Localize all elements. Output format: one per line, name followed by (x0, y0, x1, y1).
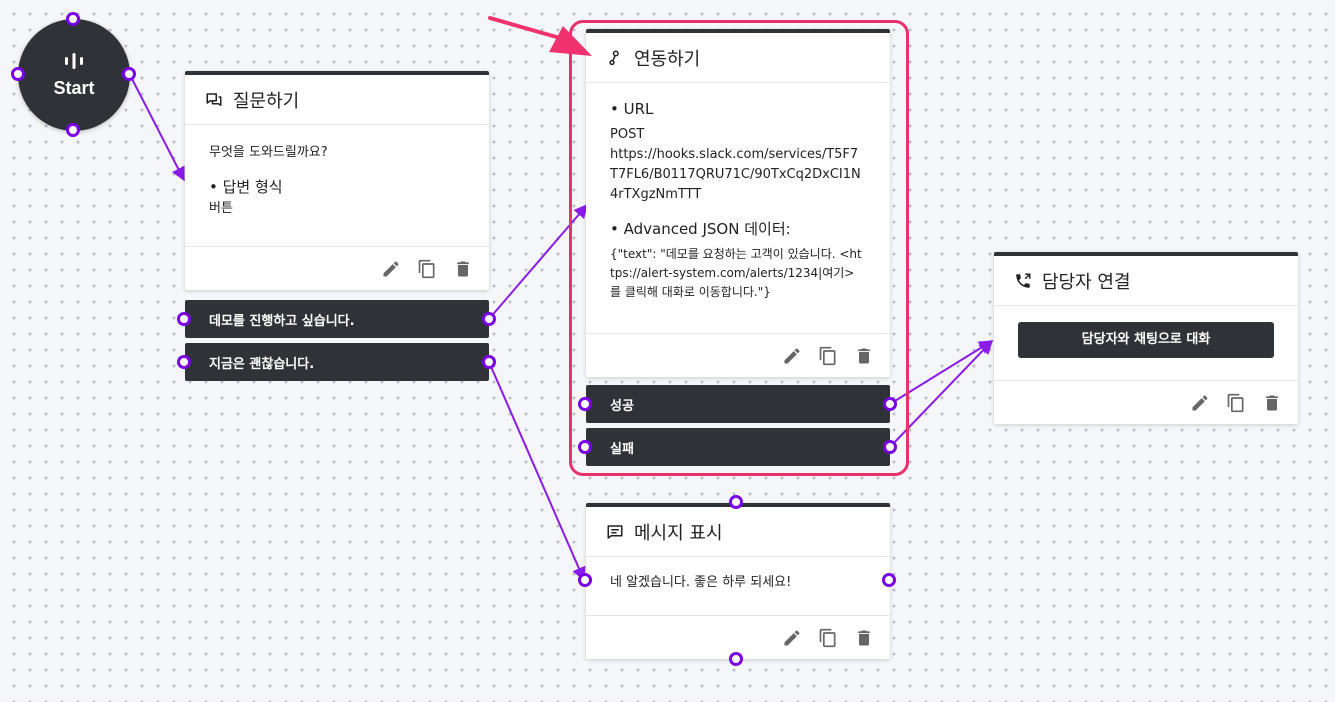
option-label: 지금은 괜찮습니다. (209, 356, 315, 372)
outcome-fail-port-out[interactable] (883, 440, 897, 454)
json-label: • Advanced JSON 데이터: (610, 220, 791, 238)
handoff-node-title: 담당자 연결 (1042, 271, 1131, 293)
answer-format-label: • 답변 형식 (209, 178, 283, 196)
outcome-label: 실패 (610, 441, 634, 457)
start-port-top[interactable] (66, 12, 80, 26)
message-node[interactable]: 메시지 표시 네 알겠습니다. 좋은 하루 되세요! (586, 503, 890, 659)
option-demo-port-in[interactable] (177, 312, 191, 326)
option-demo-port-out[interactable] (482, 312, 496, 326)
copy-icon[interactable] (818, 346, 838, 366)
integration-node[interactable]: 연동하기 • URL POST https://hooks.slack.com/… (586, 29, 890, 377)
delete-icon[interactable] (1262, 393, 1282, 413)
outcome-button-success[interactable]: 성공 (586, 385, 890, 423)
voice-bars-icon (63, 52, 85, 74)
outcome-fail-port-in[interactable] (578, 440, 592, 454)
edge-demo-to-integration (488, 203, 588, 320)
handoff-node-header: 담당자 연결 (994, 256, 1298, 306)
edge-success-to-handoff (889, 340, 994, 405)
message-icon (606, 523, 624, 541)
message-port-top[interactable] (729, 495, 743, 509)
option-button-demo[interactable]: 데모를 진행하고 싶습니다. (185, 300, 489, 338)
url-label: • URL (610, 100, 654, 118)
message-text: 네 알겠습니다. 좋은 하루 되세요! (610, 575, 792, 590)
integration-node-footer (586, 333, 890, 377)
chat-bubbles-icon (205, 91, 223, 109)
json-payload: {"text": "데모를 요청하는 고객이 있습니다. <https://al… (610, 247, 862, 299)
start-port-right[interactable] (122, 67, 136, 81)
message-node-header: 메시지 표시 (586, 507, 890, 557)
edit-icon[interactable] (1190, 393, 1210, 413)
option-decline-port-out[interactable] (482, 355, 496, 369)
edit-icon[interactable] (381, 259, 401, 279)
question-text: 무엇을 도와드릴까요? (209, 145, 328, 160)
phone-forward-icon (1014, 272, 1032, 290)
delete-icon[interactable] (453, 259, 473, 279)
question-node-header: 질문하기 (185, 75, 489, 125)
start-label: Start (53, 77, 95, 98)
outcome-button-fail[interactable]: 실패 (586, 428, 890, 466)
option-decline-port-in[interactable] (177, 355, 191, 369)
message-node-title: 메시지 표시 (634, 522, 723, 544)
copy-icon[interactable] (818, 628, 838, 648)
integration-node-header: 연동하기 (586, 33, 890, 83)
edit-icon[interactable] (782, 346, 802, 366)
message-node-footer (586, 615, 890, 659)
edge-decline-to-message (488, 361, 586, 582)
start-port-left[interactable] (11, 67, 25, 81)
start-node[interactable]: Start (18, 19, 130, 131)
start-port-bottom[interactable] (66, 123, 80, 137)
edge-start-to-question (129, 74, 185, 182)
handoff-node[interactable]: 담당자 연결 담당자와 채팅으로 대화 (994, 252, 1298, 424)
question-node[interactable]: 질문하기 무엇을 도와드릴까요? • 답변 형식 버튼 (185, 71, 489, 290)
webhook-icon (606, 49, 624, 67)
delete-icon[interactable] (854, 346, 874, 366)
outcome-label: 성공 (610, 398, 634, 414)
http-method: POST (610, 127, 645, 142)
answer-format-value: 버튼 (209, 201, 233, 216)
message-port-bottom[interactable] (729, 652, 743, 666)
edge-fail-to-handoff (889, 339, 993, 448)
question-node-title: 질문하기 (233, 90, 300, 112)
handoff-node-footer (994, 380, 1298, 424)
copy-icon[interactable] (417, 259, 437, 279)
message-port-right[interactable] (882, 573, 896, 587)
edit-icon[interactable] (782, 628, 802, 648)
copy-icon[interactable] (1226, 393, 1246, 413)
outcome-success-port-in[interactable] (578, 397, 592, 411)
delete-icon[interactable] (854, 628, 874, 648)
message-port-left[interactable] (578, 573, 592, 587)
webhook-url: https://hooks.slack.com/services/T5F7T7F… (610, 147, 861, 202)
option-button-decline[interactable]: 지금은 괜찮습니다. (185, 343, 489, 381)
integration-node-title: 연동하기 (634, 48, 701, 70)
question-node-footer (185, 246, 489, 290)
option-label: 데모를 진행하고 싶습니다. (209, 313, 355, 329)
outcome-success-port-out[interactable] (883, 397, 897, 411)
chat-with-agent-button[interactable]: 담당자와 채팅으로 대화 (1018, 322, 1274, 358)
